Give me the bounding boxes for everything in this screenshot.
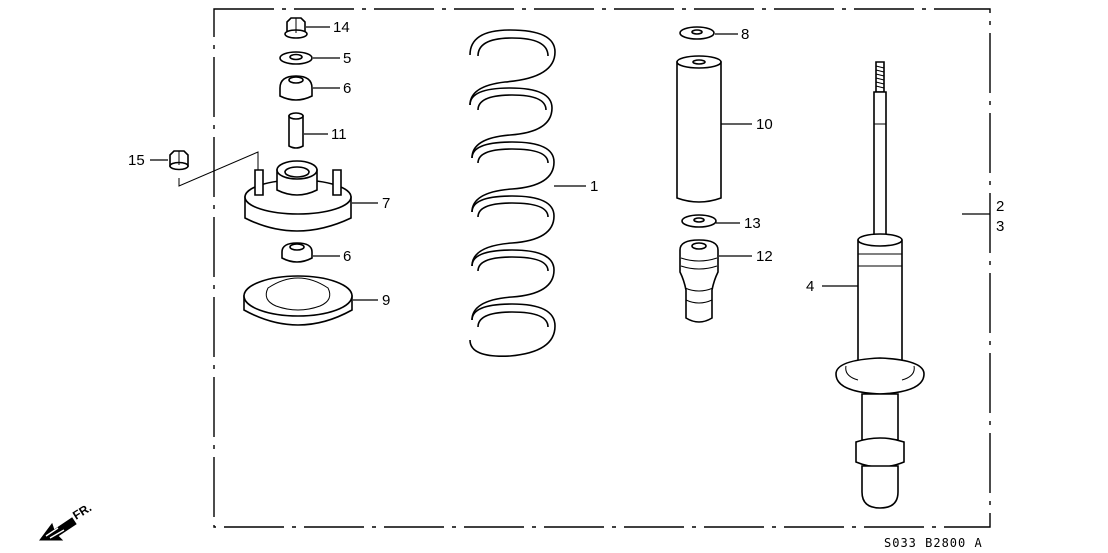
callout-1: 1 bbox=[590, 178, 598, 195]
callout-4: 4 bbox=[806, 278, 814, 295]
part-15-leader bbox=[178, 151, 259, 187]
drawing-code: S033 B2800 A bbox=[884, 536, 983, 550]
callout-6-upper: 6 bbox=[343, 80, 351, 97]
callout-6-lower: 6 bbox=[343, 248, 351, 265]
part-6-bushing-upper[interactable] bbox=[279, 75, 313, 101]
part-8-washer[interactable] bbox=[679, 26, 715, 40]
part-5-washer[interactable] bbox=[279, 51, 313, 65]
callout-15: 15 bbox=[128, 152, 145, 169]
callout-5: 5 bbox=[343, 50, 351, 67]
front-direction-label: FR. bbox=[70, 500, 94, 522]
part-9-spring-seat[interactable] bbox=[243, 275, 353, 326]
callout-3: 3 bbox=[996, 218, 1004, 235]
diagram-frame bbox=[213, 8, 991, 528]
part-13-washer[interactable] bbox=[681, 214, 717, 228]
callout-2: 2 bbox=[996, 198, 1004, 215]
part-7-upper-mount[interactable] bbox=[244, 160, 352, 232]
part-10-dust-cover[interactable] bbox=[676, 55, 722, 203]
callout-10: 10 bbox=[756, 116, 773, 133]
callout-8: 8 bbox=[741, 26, 749, 43]
callout-7: 7 bbox=[382, 195, 390, 212]
part-14-nut[interactable] bbox=[284, 17, 308, 39]
callout-12: 11 bbox=[331, 126, 347, 143]
front-direction-arrow-icon bbox=[39, 517, 77, 541]
callout-14: 14 bbox=[333, 19, 350, 36]
part-12-collar[interactable] bbox=[288, 112, 304, 149]
callout-9: 9 bbox=[382, 292, 390, 309]
part-15-nut[interactable] bbox=[169, 150, 189, 171]
part-11-bump-stop[interactable] bbox=[679, 239, 719, 323]
leader-lines bbox=[150, 26, 990, 301]
part-2-3-shock-absorber[interactable] bbox=[835, 61, 925, 509]
callout-11: 12 bbox=[756, 248, 773, 265]
callout-13: 13 bbox=[744, 215, 761, 232]
part-6-bushing-lower[interactable] bbox=[281, 242, 313, 263]
part-1-coil-spring[interactable] bbox=[469, 29, 556, 357]
